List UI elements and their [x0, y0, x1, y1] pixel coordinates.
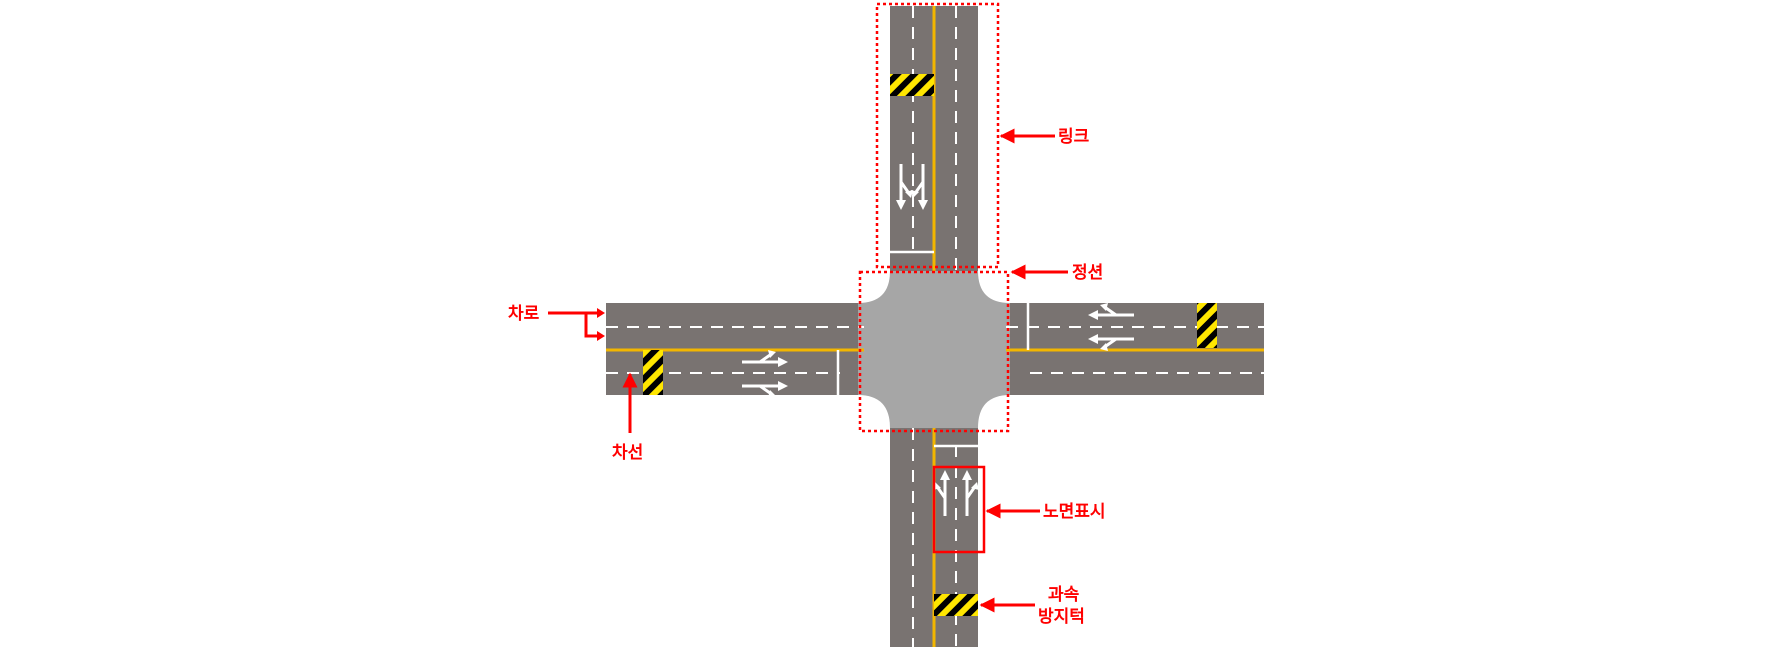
road-marking-label: 노면표시 — [1043, 502, 1106, 522]
speed-bump-south — [934, 594, 978, 616]
node-box — [858, 270, 1010, 433]
labels: 링크 정션 차로 차선 노면표시 과속 방지턱 — [508, 127, 1106, 627]
road-marking-box — [932, 465, 986, 554]
annotation-boxes — [858, 2, 1010, 554]
speed-bump-north — [890, 74, 934, 96]
annotation-arrows — [548, 128, 1068, 613]
junction-area — [858, 271, 1010, 428]
stop-lines — [836, 250, 1030, 448]
speed-bump-label-line1: 과속 — [1048, 585, 1080, 605]
link-label: 링크 — [1058, 127, 1090, 147]
lane-pointer — [548, 311, 600, 338]
link-box — [875, 2, 1000, 269]
lane-line-label: 차선 — [612, 443, 643, 463]
lane-label: 차로 — [508, 304, 540, 324]
node-label: 정션 — [1072, 263, 1103, 283]
speed-bump-label-line2: 방지턱 — [1038, 607, 1085, 627]
speed-bumps — [643, 74, 1217, 616]
speed-bump-east — [1197, 303, 1217, 348]
speed-bump-west — [643, 350, 663, 395]
